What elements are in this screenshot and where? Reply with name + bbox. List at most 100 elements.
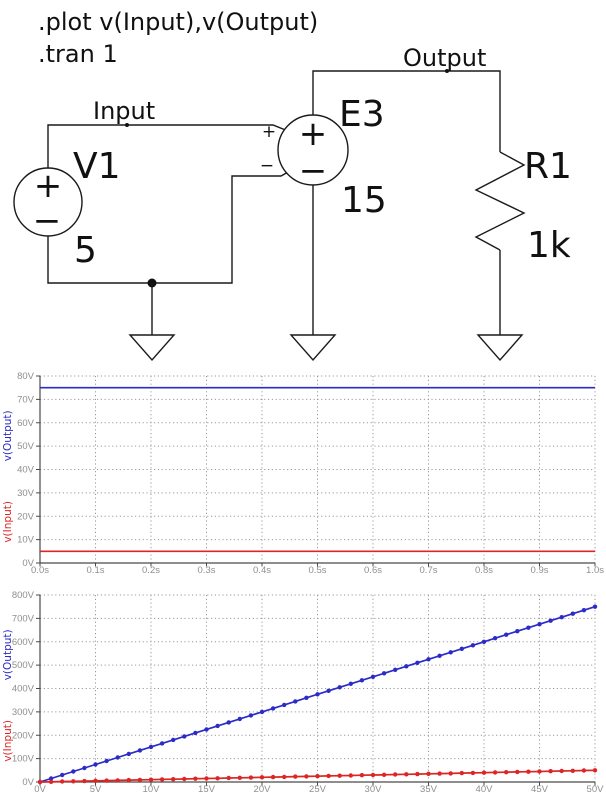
series-marker (315, 774, 320, 779)
series-marker (37, 779, 43, 785)
series-marker (404, 772, 409, 777)
series-marker (115, 778, 120, 783)
series-marker (93, 762, 98, 767)
x-tick-label: 30V (365, 784, 383, 795)
series-marker (215, 776, 220, 781)
series-marker (470, 643, 476, 648)
component-e3-dependent-source[interactable]: + − + − E3 15 (260, 94, 387, 221)
component-v1-voltage-source[interactable]: + − V1 5 (13, 146, 121, 271)
series-marker (359, 678, 365, 683)
series-marker (204, 727, 209, 732)
axis-layer (36, 375, 596, 567)
wire-output-net[interactable] (312, 70, 501, 152)
series-marker (448, 771, 453, 776)
series-marker (304, 695, 309, 700)
series-marker (248, 775, 254, 780)
e3-value-label[interactable]: 15 (341, 180, 387, 221)
net-label-input[interactable]: Input (93, 97, 155, 125)
series-marker (193, 776, 198, 781)
ground-symbol-right[interactable] (476, 334, 524, 362)
series-marker (215, 723, 220, 729)
series-marker (559, 768, 564, 774)
x-tick-label: 0.8s (475, 565, 493, 576)
series-marker (359, 773, 365, 778)
ground-symbol-left[interactable] (128, 283, 176, 362)
x-tick-label: 45V (531, 784, 549, 795)
r1-value-label[interactable]: 1k (527, 225, 571, 266)
series-marker (548, 618, 553, 623)
r1-name-label[interactable]: R1 (524, 146, 572, 187)
schematic-canvas[interactable]: .plot v(Input),v(Output) .tran 1 Input O… (0, 0, 606, 370)
y-tick-label: 80V (17, 371, 35, 382)
series-marker (159, 777, 165, 782)
x-tick-label: 25V (309, 784, 327, 795)
e3-name-label[interactable]: E3 (339, 94, 385, 135)
series-marker (337, 773, 342, 778)
y-tick-label: 600V (12, 637, 35, 648)
series-trace (37, 604, 598, 785)
series-marker (148, 744, 154, 750)
series-marker (226, 720, 231, 725)
series-marker (415, 660, 420, 665)
series-marker (381, 772, 387, 777)
y-tick-label: 0V (22, 777, 34, 788)
series-marker (182, 776, 187, 782)
series-marker (104, 758, 109, 764)
y-tick-label: 30V (17, 488, 35, 499)
x-tick-label: 0.7s (420, 565, 438, 576)
wire-input-net[interactable] (47, 124, 289, 168)
y-tick-label: 400V (12, 684, 35, 695)
resistor-zigzag-symbol (474, 151, 526, 251)
v1-value-label[interactable]: 5 (74, 230, 97, 271)
series-marker (248, 713, 254, 718)
series-marker (60, 772, 65, 778)
series-marker (459, 646, 464, 651)
component-r1-resistor[interactable]: R1 1k (474, 146, 572, 266)
series-marker (293, 699, 298, 704)
x-tick-label: 0.1s (87, 565, 105, 576)
net-label-output[interactable]: Output (403, 44, 486, 72)
series-marker (48, 779, 54, 784)
x-tick-label: 0V (34, 784, 46, 795)
spice-directive-plot[interactable]: .plot v(Input),v(Output) (38, 8, 318, 36)
series-marker (282, 702, 287, 708)
series-marker (537, 622, 542, 627)
series-marker (426, 771, 431, 776)
series-marker (592, 604, 598, 609)
series-marker (104, 778, 109, 783)
y-tick-label: 70V (17, 394, 35, 405)
x-tick-label: 35V (420, 784, 438, 795)
series-marker (393, 772, 398, 777)
x-tick-label: 0.0s (31, 565, 49, 576)
series-marker (48, 776, 54, 781)
y-tick-label: 500V (12, 660, 35, 671)
series-marker (504, 770, 509, 775)
y-axis-series-label: v(Output) (2, 410, 14, 461)
wire-bottom-net[interactable] (47, 170, 291, 284)
series-marker (293, 774, 298, 779)
y-tick-label: 40V (17, 465, 35, 476)
series-marker (581, 768, 587, 773)
series-marker (315, 692, 320, 697)
y-tick-label: 20V (17, 511, 35, 522)
series-marker (348, 681, 353, 686)
series-marker (60, 779, 65, 784)
series-marker (71, 769, 76, 774)
series-marker (193, 730, 198, 736)
x-tick-label: 10V (143, 784, 161, 795)
x-tick-label: 0.5s (309, 565, 327, 576)
spice-directive-tran[interactable]: .tran 1 (38, 40, 118, 68)
series-marker (237, 716, 242, 722)
series-marker (570, 768, 575, 773)
ground-symbol-middle[interactable] (289, 334, 337, 362)
series-marker (515, 769, 520, 775)
series-marker (459, 770, 464, 776)
series-marker (537, 769, 542, 774)
v1-name-label[interactable]: V1 (73, 146, 121, 187)
series-marker (559, 615, 564, 620)
series-marker (326, 773, 331, 779)
series-marker (93, 778, 98, 783)
